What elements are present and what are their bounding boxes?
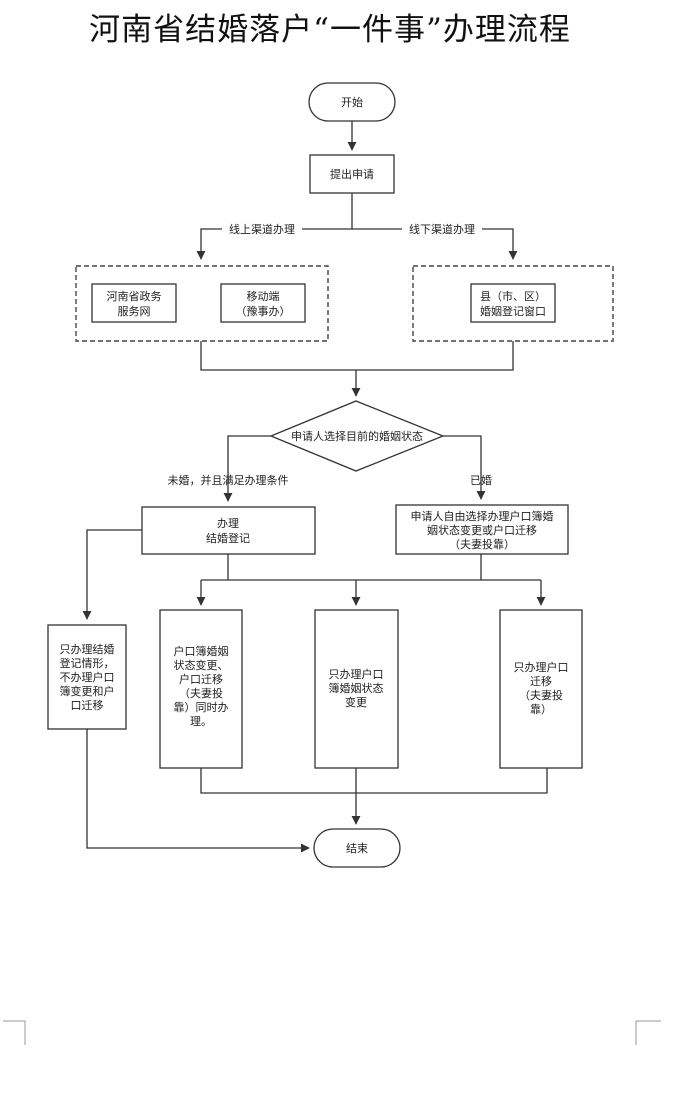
county-window-box (470, 283, 556, 323)
only-register-line-3: 不办理户口 (60, 670, 115, 684)
only-register-line-1: 只办理结婚 (60, 642, 115, 656)
only-status-line-3: 变更 (345, 695, 367, 709)
mobile-line-1: 移动端 (247, 290, 280, 303)
only-status-box (314, 609, 399, 769)
married-choice-line-3: （夫妻投靠） (449, 537, 515, 551)
county-window-line-2: 婚姻登记窗口 (480, 304, 546, 318)
both-line-1: 户口簿婚姻 (174, 644, 229, 658)
both-box (159, 609, 243, 769)
married-choice-line-2: 姻状态变更或户口迁移 (427, 523, 537, 537)
edge-label-online: 线上渠道办理 (229, 222, 295, 236)
online-portal-box (91, 283, 177, 323)
edge-label-unmarried: 未婚，并且满足办理条件 (168, 473, 289, 487)
edge-merge-channels (200, 341, 514, 371)
only-status-line-1: 只办理户口 (329, 667, 384, 681)
only-register-box (47, 624, 127, 730)
married-choice-box (395, 504, 569, 555)
apply-label: 提出申请 (330, 167, 374, 181)
online-portal-line-2: 服务网 (118, 305, 151, 318)
married-choice-line-1: 申请人自由选择办理户口簿婚 (411, 509, 554, 523)
page-corner-mark-left (3, 1020, 26, 1045)
only-register-line-2: 登记情形， (60, 656, 115, 670)
only-register-line-4: 簿变更和户 (60, 684, 115, 698)
mobile-line-2: （豫事办） (236, 305, 291, 318)
online-channel-group (75, 265, 329, 342)
start-label: 开始 (341, 95, 363, 109)
edge-unmarried (223, 435, 271, 502)
edge-merge-options (200, 768, 548, 794)
register-line-2: 结婚登记 (206, 531, 250, 545)
only-migrate-line-3: （夫妻投 (519, 688, 563, 702)
edge-label-married: 已婚 (470, 473, 492, 487)
start-terminal (308, 82, 396, 122)
register-line-1: 办理 (217, 517, 239, 530)
edge-married (443, 435, 486, 500)
only-migrate-box (499, 609, 583, 769)
only-migrate-line-1: 只办理户口 (514, 660, 569, 674)
only-migrate-line-2: 迁移 (530, 675, 552, 688)
edge-label-offline: 线下渠道办理 (409, 222, 475, 236)
page-corner-mark-right (635, 1020, 661, 1045)
edge-to-only-register (82, 529, 142, 620)
online-portal-line-1: 河南省政务 (107, 289, 162, 303)
end-terminal (313, 828, 401, 868)
decision-label: 申请人选择目前的婚姻状态 (291, 429, 423, 443)
decision-diamond (269, 400, 445, 472)
apply-box (309, 154, 395, 194)
page-title: 河南省结婚落户“一件事”办理流程 (89, 12, 571, 48)
only-migrate-line-4: 靠） (530, 702, 552, 716)
both-line-5: 靠）同时办 (174, 700, 229, 714)
both-line-3: 户口迁移 (179, 672, 223, 686)
edge-only-register-end (86, 729, 310, 853)
end-label: 结束 (346, 842, 368, 855)
only-status-line-2: 簿婚姻状态 (329, 681, 384, 695)
both-line-2: 状态变更、 (174, 658, 229, 672)
county-window-line-1: 县（市、区） (480, 289, 546, 303)
both-line-4: （夫妻投 (179, 686, 223, 700)
mobile-box (220, 283, 306, 323)
only-register-line-5: 口迁移 (71, 699, 104, 712)
both-line-6: 理。 (190, 715, 212, 728)
register-box (141, 506, 316, 555)
offline-channel-group (412, 265, 614, 342)
